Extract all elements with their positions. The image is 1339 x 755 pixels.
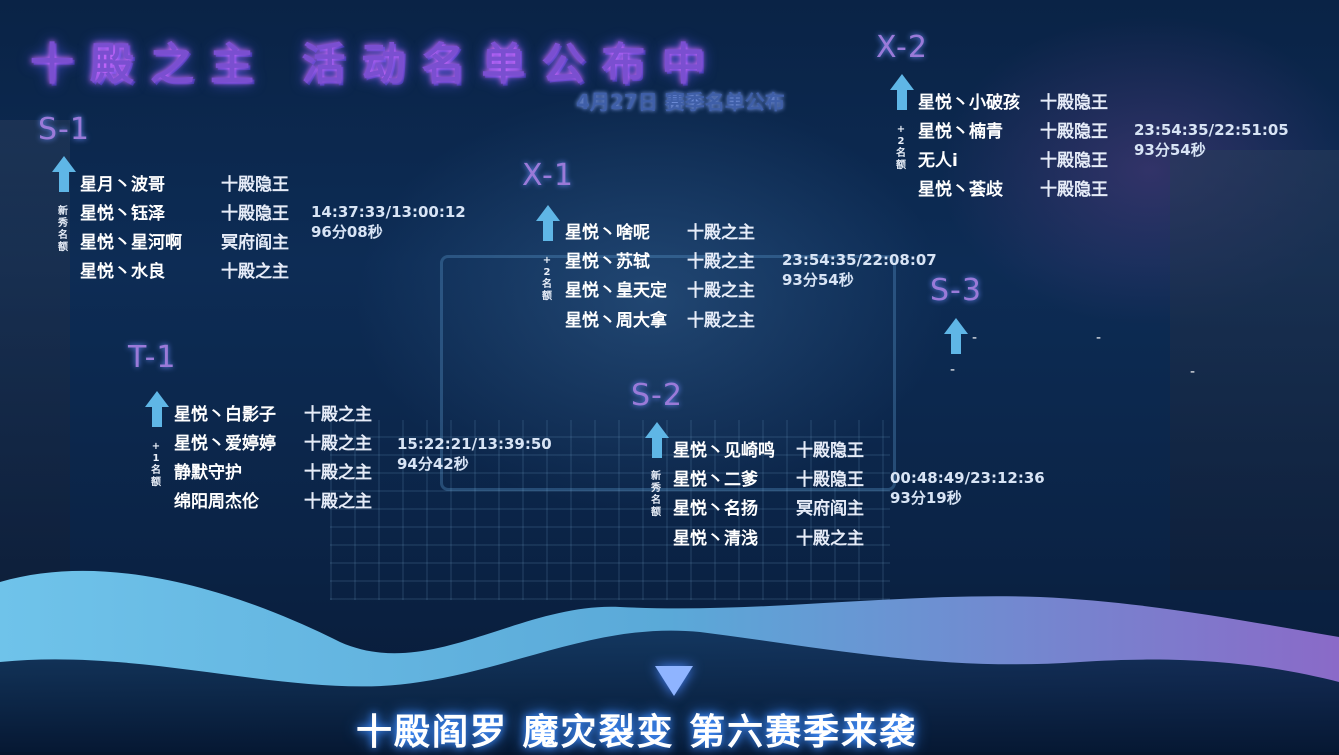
placeholder-dash: -	[972, 330, 978, 346]
scene-pipe-frame	[440, 255, 896, 491]
scene-floor-grid	[330, 420, 890, 600]
group-label: T-1	[128, 340, 177, 375]
down-triangle-icon	[655, 666, 693, 696]
group-label: X-1	[522, 158, 574, 193]
group-label: S-2	[631, 378, 683, 413]
group-label: S-1	[38, 112, 90, 147]
vertical-quota-label: 新秀名额	[651, 471, 661, 518]
vertical-quota-label: 新秀名额	[58, 206, 68, 253]
placeholder-dash: -	[1096, 330, 1102, 346]
placeholder-dash: -	[950, 362, 956, 378]
scene-pillar-right	[1170, 150, 1339, 590]
page-title: 十殿之主 活动名单公布中	[30, 39, 722, 90]
scene-pillar-left	[0, 120, 70, 590]
page-subtitle: 4月27日 赛季名单公布	[576, 90, 785, 114]
footer-banner: 十殿阎罗 魔灾裂变 第六赛季来袭	[356, 712, 918, 753]
group-label: X-2	[876, 30, 928, 65]
group-label: S-3	[930, 273, 982, 308]
placeholder-dash: -	[1190, 364, 1196, 380]
